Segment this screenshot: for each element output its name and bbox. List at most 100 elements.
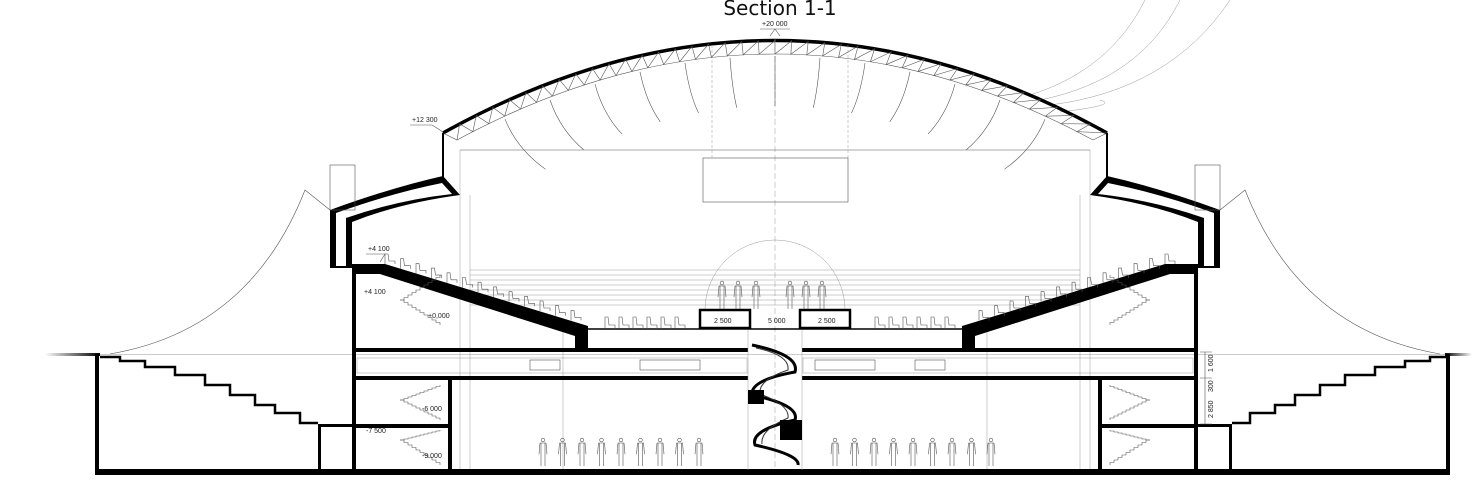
- person-body: [830, 442, 840, 466]
- person-body: [675, 442, 684, 466]
- dome-rib: [684, 62, 699, 114]
- seat: [994, 305, 1005, 316]
- stair-flight: [1109, 299, 1150, 325]
- seat: [508, 291, 520, 302]
- person-body: [967, 442, 976, 466]
- canopy-curves: [109, 189, 1441, 355]
- dim-vertical-3: 2 850: [1208, 400, 1215, 418]
- side-roof-right: [1090, 164, 1221, 268]
- dome-rib: [594, 84, 623, 135]
- seat: [415, 263, 427, 274]
- stair-flight: [1109, 430, 1150, 441]
- seat: [1071, 281, 1083, 293]
- level-dome-spring: +12 300: [412, 117, 438, 124]
- person-head: [969, 437, 974, 443]
- person-figure: [616, 437, 626, 466]
- seat: [1149, 258, 1160, 269]
- person-body: [908, 442, 918, 466]
- seating-sightlines: [470, 269, 1080, 306]
- seat: [477, 281, 489, 293]
- person-head: [560, 437, 565, 443]
- level-basement-2: -9 000: [422, 453, 442, 460]
- stair-flight: [1109, 275, 1150, 301]
- person-head: [832, 437, 838, 443]
- dome-rib: [851, 62, 866, 114]
- dim-stage-left: 2 500: [714, 318, 732, 325]
- seat: [493, 286, 504, 297]
- dome-rib: [812, 57, 821, 108]
- seat: [431, 267, 442, 279]
- person-body: [986, 442, 996, 466]
- person-body: [636, 442, 645, 466]
- stair-flight: [400, 385, 441, 401]
- person-body: [817, 285, 827, 309]
- dim-vertical-1: 1 600: [1208, 354, 1215, 372]
- dome-rib: [549, 99, 584, 151]
- level-ground: +0,000: [428, 313, 450, 320]
- person-body: [869, 442, 879, 466]
- seats: [384, 253, 1176, 329]
- person-head: [803, 280, 809, 286]
- seat: [646, 316, 658, 329]
- person-figure: [733, 280, 743, 309]
- person-head: [540, 437, 546, 443]
- person-figure: [597, 437, 606, 466]
- person-figure: [558, 437, 567, 466]
- seat: [1102, 272, 1114, 283]
- seat: [604, 316, 616, 329]
- seat: [524, 296, 535, 307]
- seat: [539, 300, 551, 311]
- seat: [570, 310, 582, 321]
- seat: [902, 316, 914, 329]
- seat: [1087, 277, 1098, 288]
- hall-columns: [459, 150, 1091, 472]
- stair-flight: [400, 439, 441, 465]
- seat: [916, 316, 928, 329]
- dome-rib: [729, 57, 738, 108]
- person-figure: [869, 437, 879, 466]
- person-figure: [908, 437, 918, 466]
- seat: [1040, 291, 1052, 302]
- dim-stage-gap: 5 000: [768, 318, 786, 325]
- person-head: [753, 280, 759, 286]
- person-head: [719, 280, 725, 286]
- dome-rib: [1004, 119, 1046, 170]
- person-figure: [636, 437, 645, 466]
- stair-flight: [400, 399, 441, 420]
- person-body: [558, 442, 567, 466]
- person-figure: [830, 437, 840, 466]
- seat: [1164, 253, 1176, 264]
- person-head: [579, 437, 585, 443]
- person-head: [910, 437, 916, 443]
- person-head: [852, 437, 857, 443]
- person-body: [616, 442, 626, 466]
- person-body: [717, 285, 727, 309]
- level-basement-mid: -7 500: [366, 428, 386, 435]
- person-body: [928, 442, 937, 466]
- stair-flight: [1109, 439, 1150, 465]
- seat: [978, 310, 990, 321]
- people: [538, 280, 996, 466]
- seat: [674, 316, 686, 329]
- person-figure: [717, 280, 727, 309]
- seat: [1009, 300, 1021, 311]
- person-head: [891, 437, 896, 443]
- spiral-stair: [747, 330, 803, 470]
- seat: [1025, 296, 1036, 307]
- drawing-title: Section 1-1: [723, 0, 837, 20]
- dome-ribs: [504, 56, 1046, 170]
- person-figure: [986, 437, 996, 466]
- person-body: [947, 442, 957, 466]
- person-body: [751, 285, 761, 309]
- person-head: [677, 437, 682, 443]
- person-head: [819, 280, 825, 286]
- person-head: [618, 437, 624, 443]
- stand-right: [962, 264, 1198, 352]
- floor-slabs: [95, 268, 1450, 475]
- person-head: [657, 437, 663, 443]
- side-roof-left: [329, 164, 460, 268]
- level-upper-tier: +4 100: [368, 246, 390, 253]
- seat: [618, 316, 630, 329]
- terraces: [100, 355, 1450, 425]
